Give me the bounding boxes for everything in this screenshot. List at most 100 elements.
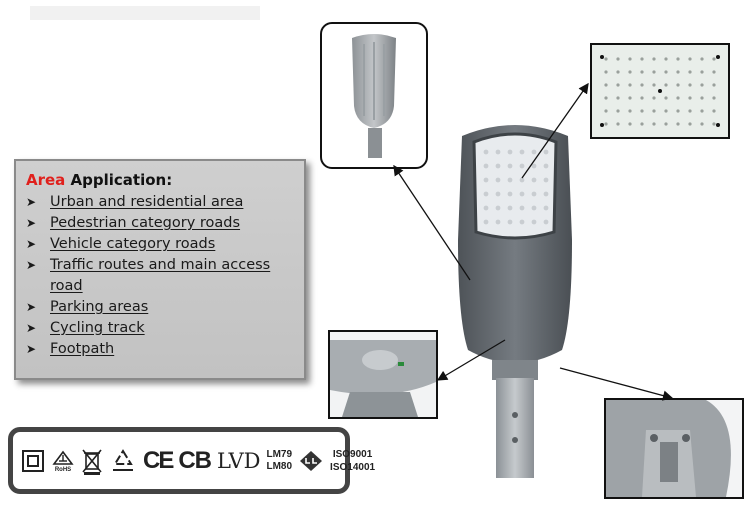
pcb-led-dot xyxy=(640,122,644,126)
double-square-icon xyxy=(21,449,45,473)
heatsink-detail-frame xyxy=(320,22,428,169)
pcb-led-dot xyxy=(664,122,668,126)
led-dot xyxy=(507,191,513,197)
pcb-led-dot xyxy=(676,70,680,74)
pcb-led-dot xyxy=(664,83,668,87)
recycle-icon xyxy=(109,448,137,474)
heatsink-image xyxy=(352,34,396,158)
pcb-led-dot xyxy=(604,70,608,74)
arrowhead-bullet-icon: ➤ xyxy=(26,258,37,272)
pcb-led-dot xyxy=(688,57,692,61)
led-dot xyxy=(507,177,513,183)
arrowhead-bullet-icon: ➤ xyxy=(26,216,37,230)
application-title-rest: Application: xyxy=(65,171,173,189)
rohs-leaf-icon xyxy=(52,450,74,465)
pcb-led-dot xyxy=(712,122,716,126)
pcb-led-dot xyxy=(700,122,704,126)
led-dot xyxy=(519,191,525,197)
pcb-led-dot xyxy=(628,96,632,100)
led-dot xyxy=(531,177,537,183)
led-dot xyxy=(519,149,525,155)
arrow-to-heatsink xyxy=(393,164,471,281)
led-dot xyxy=(543,149,549,155)
led-dot xyxy=(483,219,489,225)
led-dot xyxy=(495,149,501,155)
led-dot xyxy=(519,177,525,183)
pcb-led-dot xyxy=(604,83,608,87)
led-dot xyxy=(483,205,489,211)
led-pcb-image xyxy=(592,45,728,137)
iso-standards: ISO9001 ISO14001 xyxy=(330,448,375,474)
led-dot xyxy=(507,163,513,169)
led-dot xyxy=(495,191,501,197)
pcb-led-dot xyxy=(604,96,608,100)
led-dot xyxy=(531,219,537,225)
pcb-led-dot xyxy=(676,57,680,61)
led-dot xyxy=(483,149,489,155)
ce-mark: CE xyxy=(143,446,174,474)
arrowhead-bullet-icon: ➤ xyxy=(26,321,37,335)
street-lamp-image xyxy=(458,125,572,478)
pcb-led-dot xyxy=(604,122,608,126)
led-dot xyxy=(519,219,525,225)
led-dot xyxy=(543,205,549,211)
pcb-led-dot xyxy=(640,57,644,61)
arrowhead-bullet-icon: ➤ xyxy=(26,237,37,251)
application-panel: Area Application: ➤Urban and residential… xyxy=(14,159,306,380)
led-dot xyxy=(543,191,549,197)
pcb-led-dot xyxy=(652,96,656,100)
pcb-led-dot xyxy=(604,57,608,61)
pcb-led-dot xyxy=(664,96,668,100)
lm-standards: LM79 LM80 xyxy=(266,449,292,473)
pcb-led-dot xyxy=(652,70,656,74)
pcb-led-dot xyxy=(652,57,656,61)
pcb-led-dot xyxy=(676,83,680,87)
led-dot xyxy=(495,219,501,225)
cb-mark: CB xyxy=(178,446,212,474)
sensor-detail-frame xyxy=(328,330,438,419)
pcb-led-dot xyxy=(688,83,692,87)
pcb-led-dot xyxy=(616,57,620,61)
pcb-led-dot xyxy=(688,96,692,100)
pcb-led-dot xyxy=(712,70,716,74)
led-dot xyxy=(483,163,489,169)
led-dot xyxy=(507,219,513,225)
pcb-led-dot xyxy=(700,70,704,74)
pcb-led-dot xyxy=(616,122,620,126)
pcb-led-dot xyxy=(628,122,632,126)
led-dot xyxy=(507,149,513,155)
arrowhead-bullet-icon: ➤ xyxy=(26,300,37,314)
pcb-led-dot xyxy=(628,70,632,74)
pcb-led-dot xyxy=(652,109,656,113)
application-title-highlight: Area xyxy=(26,171,66,189)
pcb-led-dot xyxy=(640,96,644,100)
led-dot xyxy=(543,177,549,183)
pcb-led-dot xyxy=(616,109,620,113)
rohs-badge: RoHS xyxy=(51,449,75,473)
pcb-led-dot xyxy=(688,70,692,74)
pcb-led-dot xyxy=(652,122,656,126)
list-item: ➤Urban and residential area xyxy=(26,192,296,213)
lm80-label: LM80 xyxy=(266,460,293,472)
pcb-led-dot xyxy=(628,83,632,87)
led-dot xyxy=(507,205,513,211)
pcb-led-dot xyxy=(676,96,680,100)
pcb-led-dot xyxy=(688,109,692,113)
arrowhead-bullet-icon: ➤ xyxy=(26,195,37,209)
list-item: ➤Vehicle category roads xyxy=(26,234,296,255)
pcb-led-dot xyxy=(712,57,716,61)
pcb-led-dot xyxy=(640,83,644,87)
pcb-led-dot xyxy=(628,109,632,113)
application-title: Area Application: xyxy=(26,171,296,189)
led-dot xyxy=(531,191,537,197)
arrow-to-pcb xyxy=(521,82,589,179)
led-pcb-detail-frame xyxy=(590,43,730,139)
led-dot xyxy=(495,177,501,183)
pcb-led-dot xyxy=(700,96,704,100)
pcb-led-dot xyxy=(676,122,680,126)
bracket-detail-frame xyxy=(604,398,744,499)
arrowhead-bullet-icon: ➤ xyxy=(26,342,37,356)
pcb-led-dot xyxy=(640,70,644,74)
